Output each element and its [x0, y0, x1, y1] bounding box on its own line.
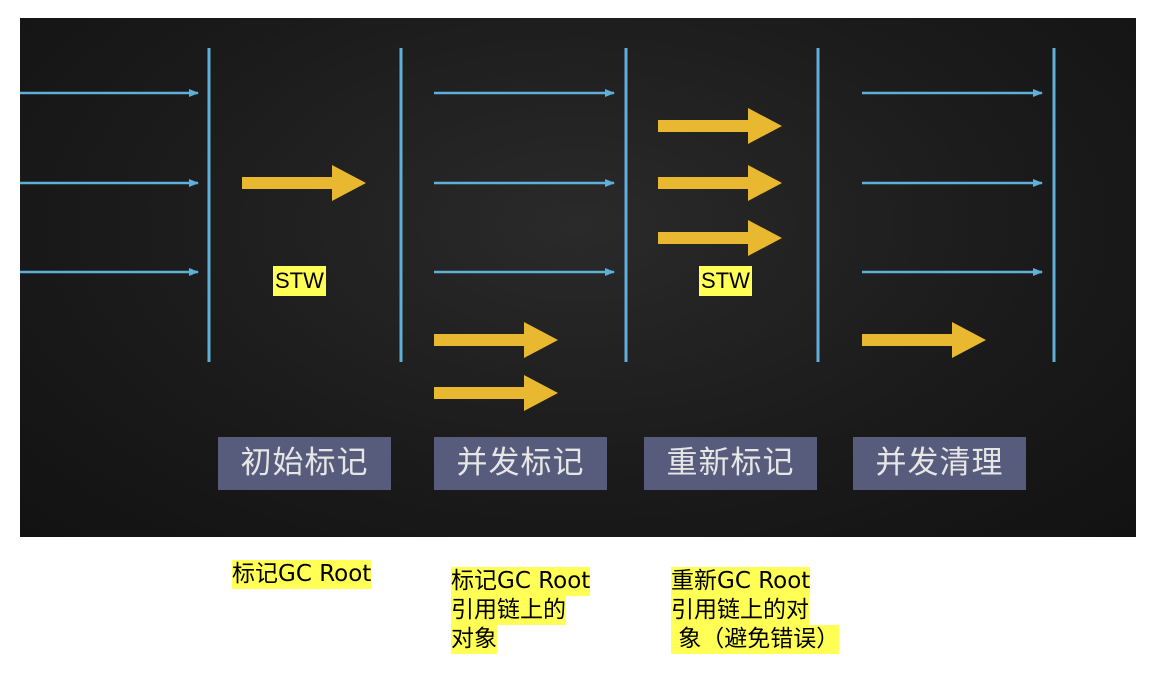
- note-line: 标记GC Root: [451, 567, 591, 596]
- note-initial-mark: 标记GC Root: [232, 560, 372, 589]
- stw-label: STW: [273, 266, 326, 296]
- note-line: 对象: [451, 625, 497, 654]
- gc-thread-arrow: [658, 165, 782, 201]
- note-line: 引用链上的: [451, 596, 566, 625]
- phase-remark: 重新标记: [644, 437, 817, 490]
- note-line: 引用链上的对: [671, 596, 809, 625]
- note-line: 重新GC Root: [671, 567, 811, 596]
- phase-initial-mark: 初始标记: [218, 437, 391, 490]
- gc-thread-arrow: [434, 322, 558, 358]
- phase-concurrent-mark: 并发标记: [434, 437, 607, 490]
- stw-label: STW: [699, 266, 752, 296]
- gc-thread-arrow: [658, 220, 782, 256]
- note-line: 标记GC Root: [232, 560, 372, 589]
- gc-thread-arrow: [862, 322, 986, 358]
- note-line: 象（避免错误）: [671, 625, 840, 654]
- gc-thread-arrow: [434, 375, 558, 411]
- gc-thread-arrow: [658, 108, 782, 144]
- phase-concurrent-sweep: 并发清理: [853, 437, 1026, 490]
- note-concurrent-mark: 标记GC Root 引用链上的 对象: [451, 567, 591, 654]
- gc-thread-arrow: [242, 165, 366, 201]
